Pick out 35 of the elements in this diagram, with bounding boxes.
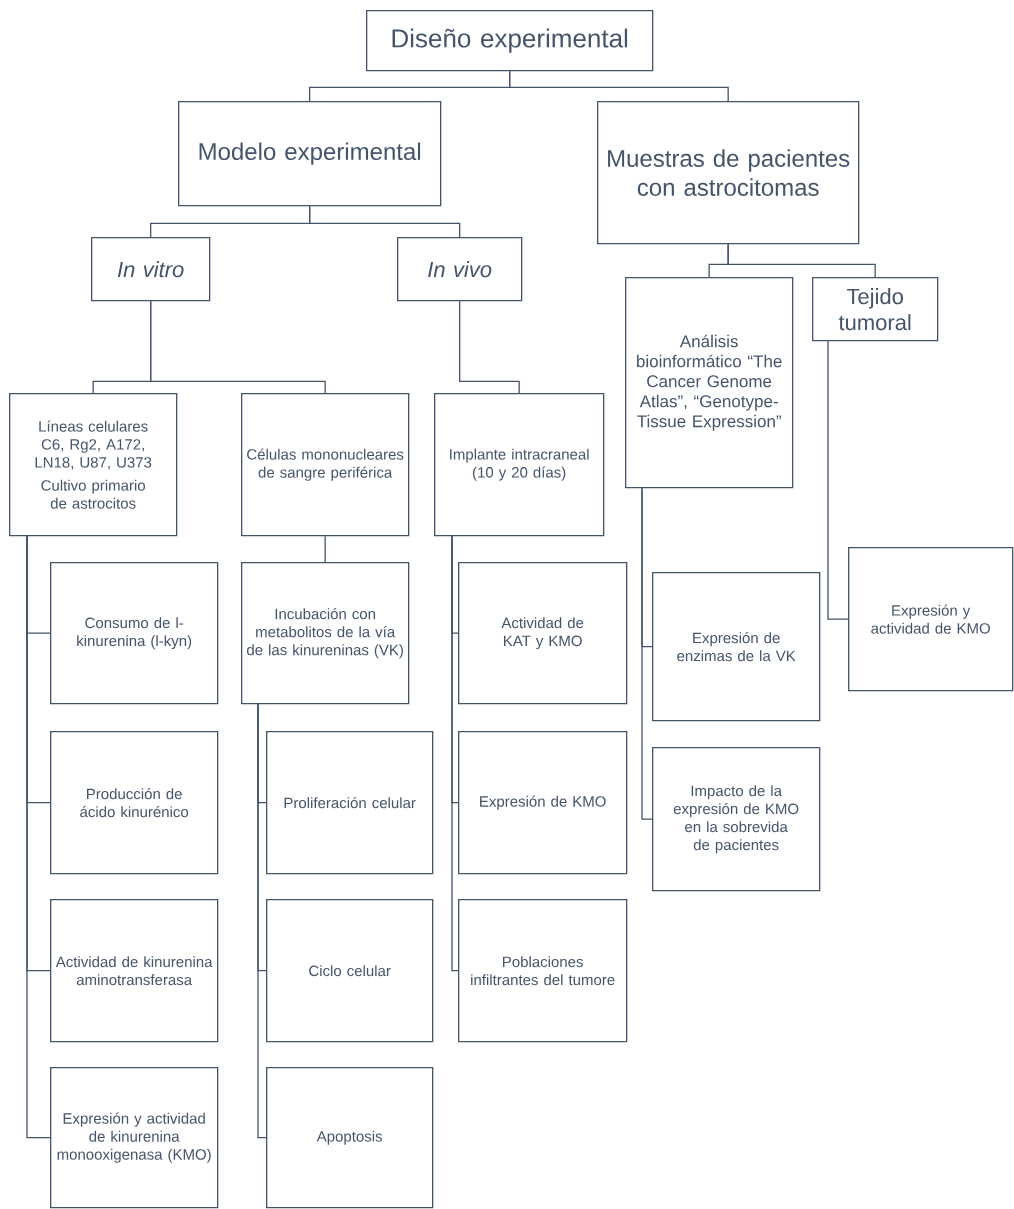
box: Actividad de kinurenina aminotransferasa <box>50 899 219 1043</box>
box: Expresión y actividad de kinurenina monooxigenasa (KMO) <box>50 1067 219 1209</box>
box: Expresión de KMO <box>458 731 628 875</box>
box: Diseño experimental <box>366 10 654 72</box>
box: In vivo <box>397 237 523 302</box>
box: Implante intracraneal (10 y 20 días) <box>434 393 605 537</box>
box: In vitro <box>91 237 211 302</box>
box: Impacto de la expresión de KMO en la sobrevida de pacientes <box>652 747 821 892</box>
connector-line <box>309 205 461 238</box>
connector-line <box>827 340 849 620</box>
box: Células mononucleares de sangre periférica <box>241 393 410 537</box>
box: Ciclo celular <box>266 899 434 1043</box>
connector-line <box>451 535 459 972</box>
connector-line <box>324 535 326 563</box>
box: Expresión y actividad de KMO <box>848 547 1014 692</box>
connector-line <box>727 243 876 278</box>
box: Poblaciones infiltrantes del tumore <box>458 899 628 1043</box>
box: Modelo experimental <box>178 101 442 207</box>
box: Apoptosis <box>266 1067 434 1209</box>
box: Tejido tumoral <box>812 277 939 342</box>
box: Consumo de l-kinurenina (l-kyn) <box>50 562 219 705</box>
box: Análisis bioinformático “The Cancer Genome Atlas”, “Genotype-Tissue Expression” <box>625 277 794 489</box>
box: Expresión de enzimas de la VK <box>652 572 821 722</box>
box: Líneas celulares C6, Rg2, A172, LN18, U87, U373 Cultivo primario de astrocitos <box>9 393 178 537</box>
connector-line <box>26 535 51 1139</box>
connector-line <box>641 487 653 820</box>
connector-line <box>257 703 267 1139</box>
connector-line <box>459 300 520 394</box>
box: Proliferación celular <box>266 731 434 875</box>
box: Actividad de KAT y KMO <box>458 562 628 705</box>
box: Incubación con metabolitos de la vía de las kinureninas (VK) <box>241 562 410 705</box>
connector-line <box>509 70 729 102</box>
box: Producción de ácido kinurénico <box>50 731 219 875</box>
connector-line <box>150 300 326 394</box>
box: Muestras de pacientes con astrocitomas <box>597 101 860 245</box>
